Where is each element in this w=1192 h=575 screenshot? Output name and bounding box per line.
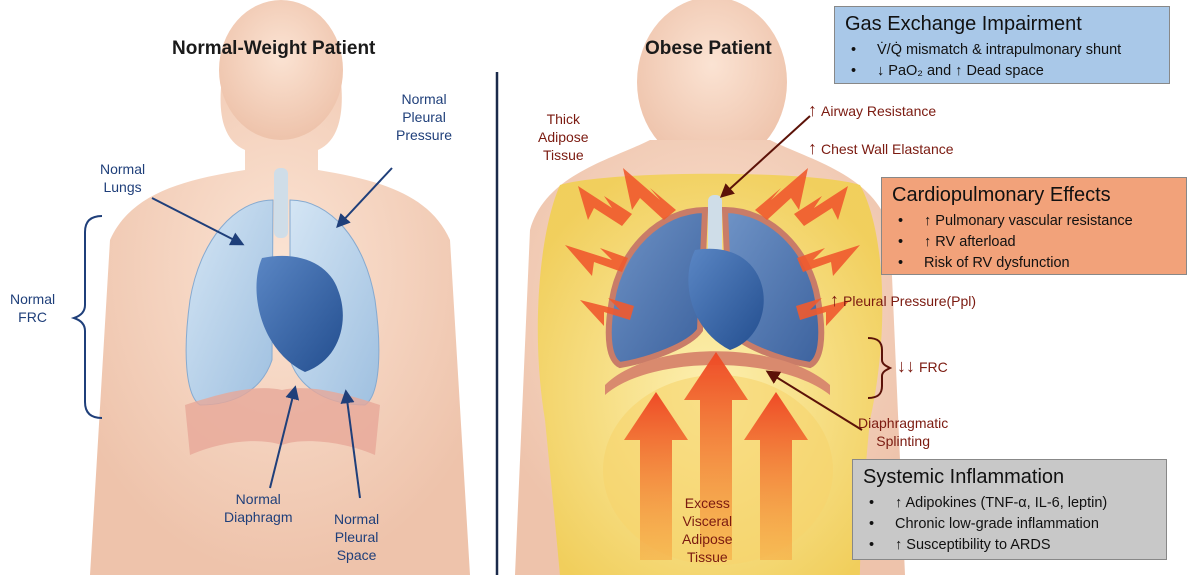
list-item: ↑ RV afterload bbox=[892, 232, 1176, 253]
list-item: Chronic low-grade inflammation bbox=[863, 514, 1156, 535]
label-airway-resistance: ↑Airway Resistance bbox=[808, 100, 936, 121]
list-item: V̇/Q̇ mismatch & intrapulmonary shunt bbox=[845, 40, 1159, 61]
up-arrow-icon: ↑ bbox=[808, 100, 817, 120]
label-frc-decrease: ↓↓FRC bbox=[897, 356, 948, 377]
list-item: ↑ Adipokines (TNF-α, IL-6, leptin) bbox=[863, 493, 1156, 514]
box-systemic-inflammation: Systemic Inflammation ↑ Adipokines (TNF-… bbox=[852, 459, 1167, 560]
label-chest-wall-elastance: ↑Chest Wall Elastance bbox=[808, 138, 954, 159]
list-item: ↑ Pulmonary vascular resistance bbox=[892, 211, 1176, 232]
box-systemic-title: Systemic Inflammation bbox=[863, 466, 1156, 489]
up-arrow-icon: ↑ bbox=[830, 290, 839, 310]
box-gas-exchange: Gas Exchange Impairment V̇/Q̇ mismatch &… bbox=[834, 6, 1170, 84]
double-down-arrow-icon: ↓↓ bbox=[897, 356, 915, 376]
list-item: Risk of RV dysfunction bbox=[892, 253, 1176, 274]
title-obese: Obese Patient bbox=[645, 38, 772, 60]
up-arrow-icon: ↑ bbox=[808, 138, 817, 158]
box-cardiopulmonary-title: Cardiopulmonary Effects bbox=[892, 184, 1176, 207]
box-gas-exchange-title: Gas Exchange Impairment bbox=[845, 13, 1159, 36]
frc-bracket bbox=[74, 216, 102, 418]
label-pleural-pressure: ↑Pleural Pressure(Ppl) bbox=[830, 290, 976, 311]
list-item: ↓ PaO₂ and ↑ Dead space bbox=[845, 61, 1159, 82]
title-normal: Normal-Weight Patient bbox=[172, 38, 375, 60]
box-cardiopulmonary: Cardiopulmonary Effects ↑ Pulmonary vasc… bbox=[881, 177, 1187, 275]
list-item: ↑ Susceptibility to ARDS bbox=[863, 535, 1156, 556]
